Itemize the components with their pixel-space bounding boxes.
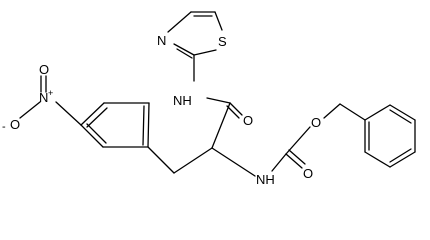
thiazole-s-label: S — [218, 34, 227, 49]
nitrophenyl-ring — [55, 101, 175, 174]
nitro-single-o-label: O — [10, 117, 20, 132]
nitro-double-o-label: O — [39, 62, 49, 77]
nitro-minus-charge: - — [2, 121, 6, 133]
thiazole-ring — [167, 11, 223, 59]
nitro-plus-charge: + — [48, 88, 53, 98]
carbamate-nh-label: NH — [256, 172, 275, 187]
thiazole-n-label: N — [157, 33, 166, 48]
amide-o-label: O — [243, 113, 253, 128]
nitro-group — [19, 75, 47, 119]
carbamate-ester-o-label: O — [311, 115, 321, 130]
amide-linker — [193, 54, 243, 149]
carbamate-chain — [173, 103, 366, 177]
amide-nh-label: NH — [173, 93, 192, 108]
carbamate-carbonyl-o-label: O — [303, 166, 313, 181]
chemical-structure: S N NH O O NH O N + O O - — [2, 11, 416, 187]
nitro-n-label: N — [39, 90, 48, 105]
benzyl-ring — [364, 104, 416, 168]
